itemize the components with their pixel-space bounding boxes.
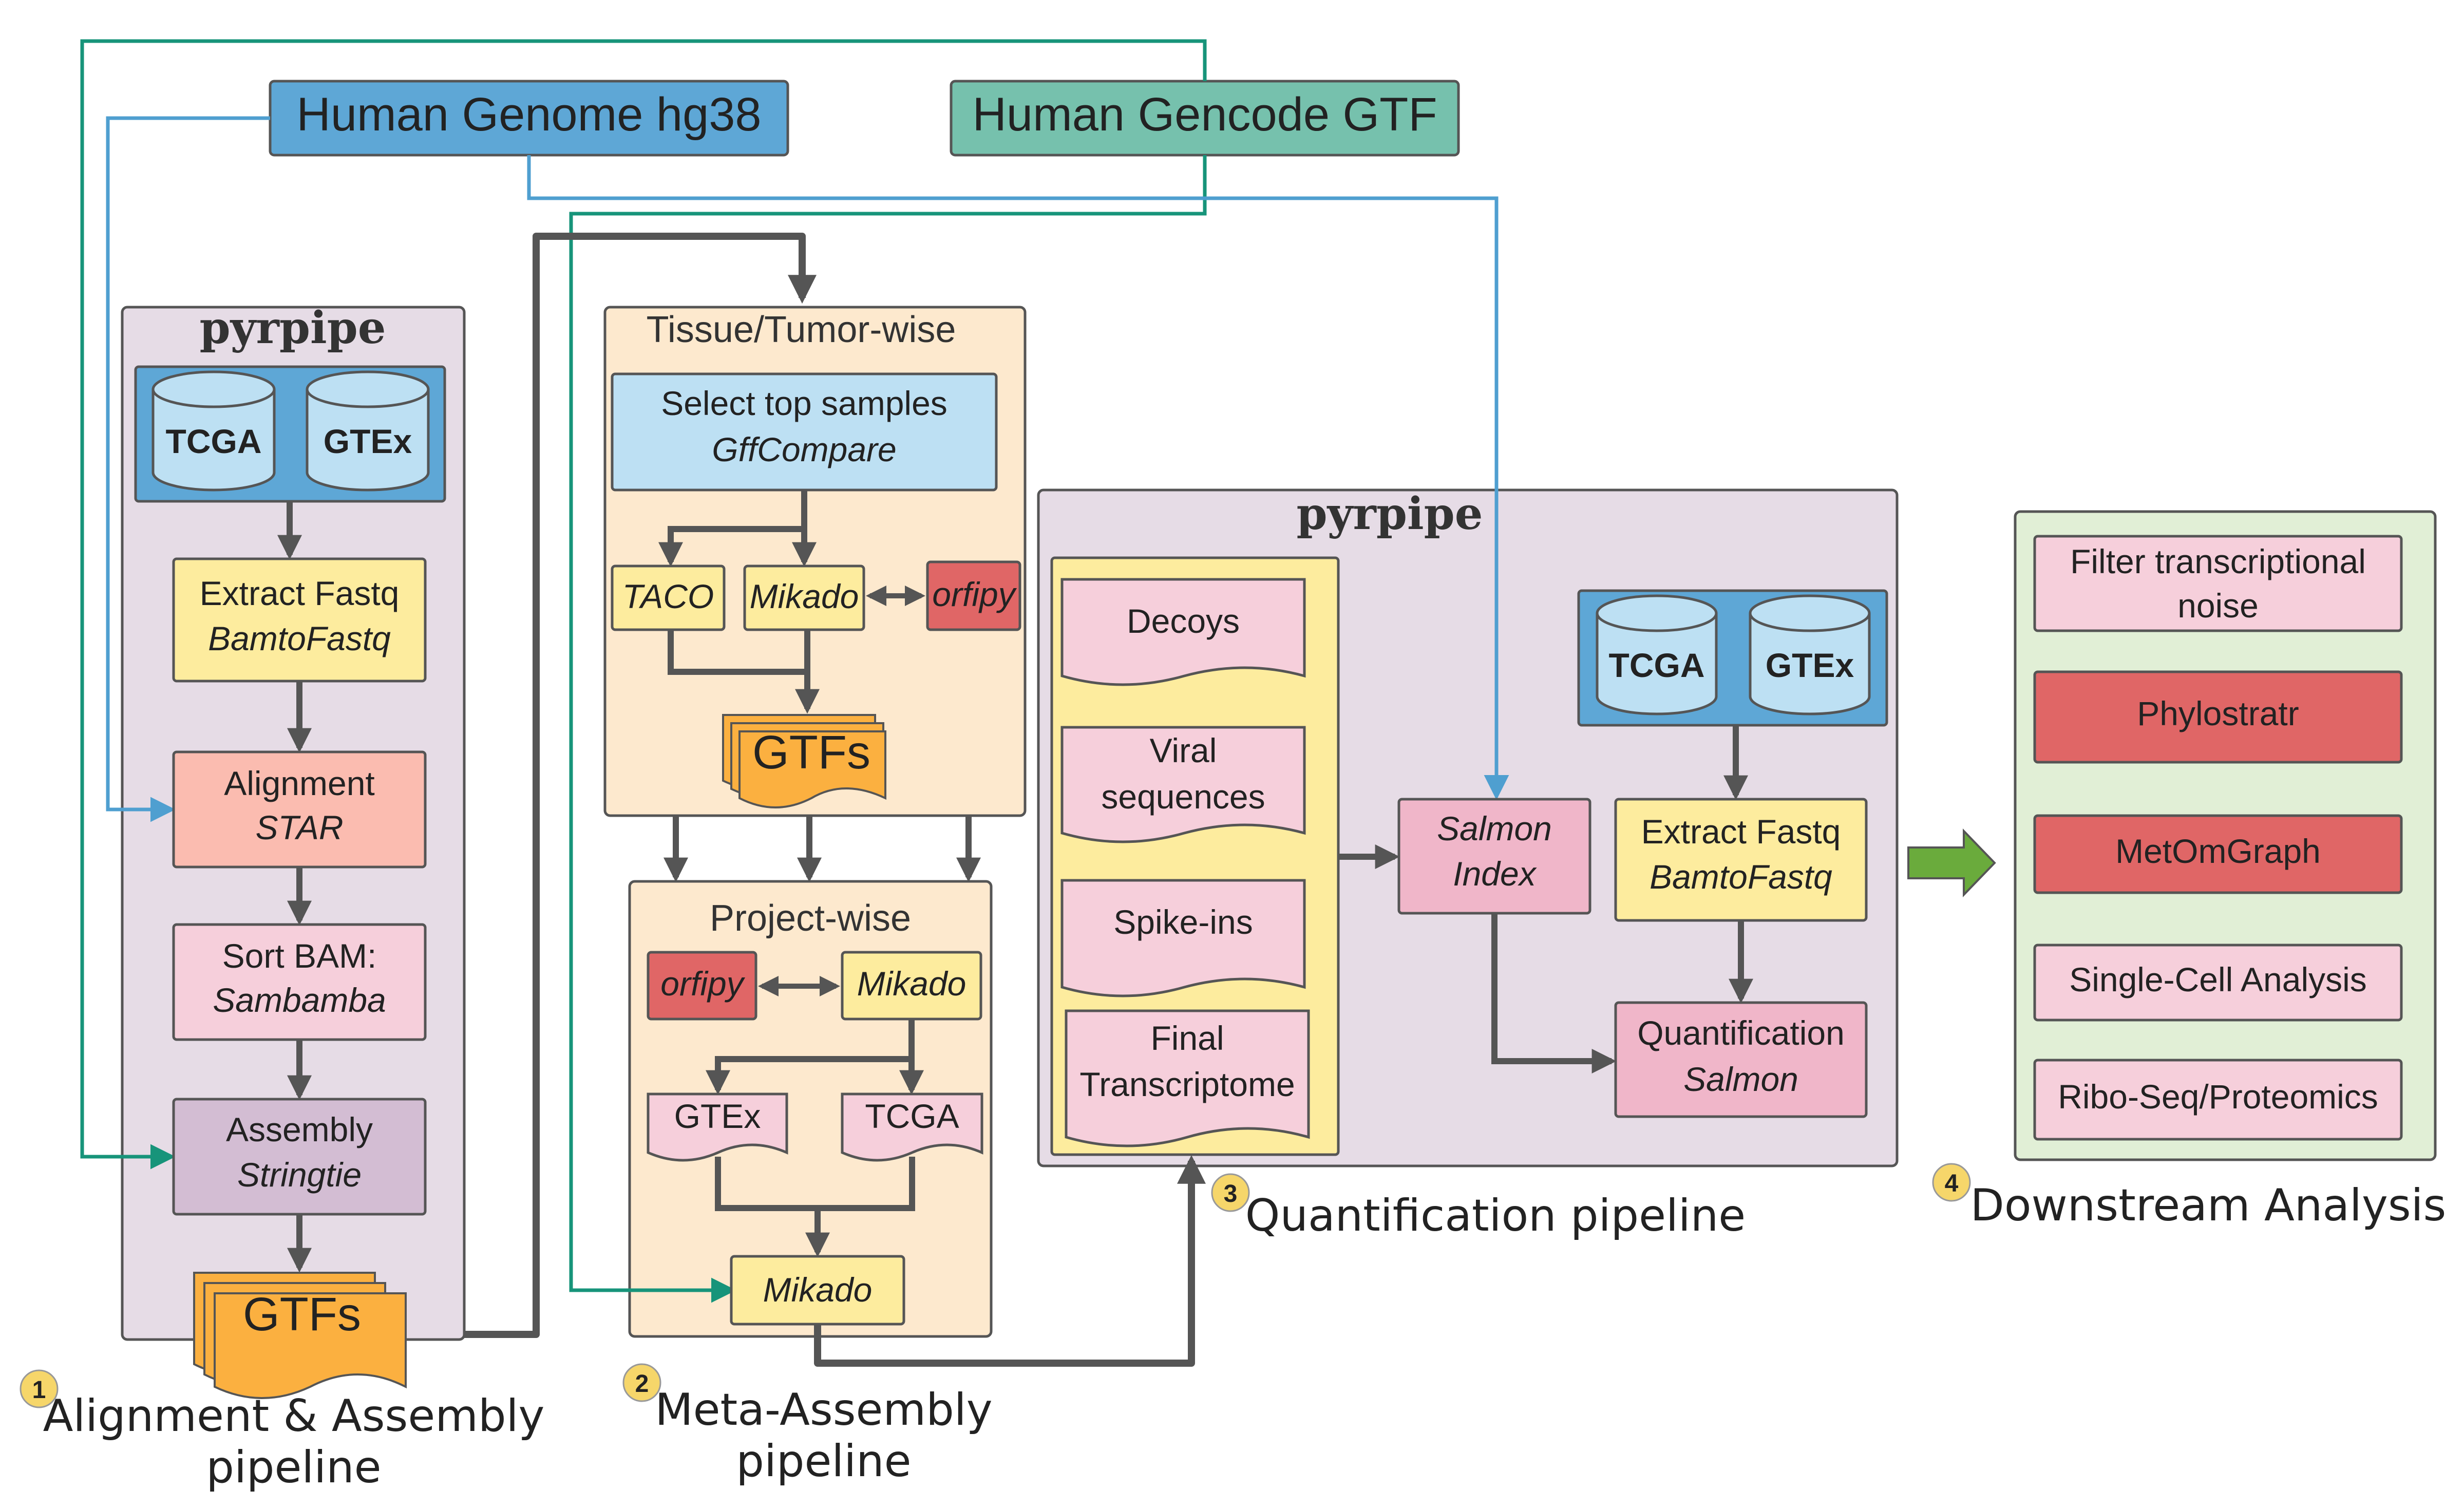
gencode-to-assembly-line	[80, 39, 1207, 1170]
orfipy-box-2	[647, 951, 757, 1021]
gtfs-document-stack-2	[722, 714, 886, 808]
gencode-gtf-label: Human Gencode GTF	[972, 88, 1437, 141]
tcga-document-shape	[841, 1092, 983, 1162]
gtex-label-2: GTEx	[674, 1097, 761, 1135]
step-2-label-line2: pipeline	[736, 1436, 911, 1487]
gtfs-document-stack-1	[193, 1272, 407, 1399]
mikado-label-2: Mikado	[857, 965, 966, 1003]
decoys-document-shape	[1060, 578, 1306, 686]
arrow-gtfs-to-tissue-wise	[464, 233, 817, 1338]
viral-sequences-line2: sequences	[1101, 778, 1265, 816]
viral-sequences-line1: Viral	[1150, 731, 1217, 769]
gtex-database-icon	[306, 370, 430, 492]
single-cell-box	[2033, 944, 2403, 1022]
spike-ins-label: Spike-ins	[1113, 903, 1253, 941]
spike-ins-document-shape	[1060, 879, 1306, 997]
riboseq-box	[2033, 1059, 2403, 1141]
salmon-index-line2: Index	[1453, 855, 1537, 893]
tcga-database-icon	[151, 370, 276, 492]
select-top-samples-tool: GffCompare	[712, 430, 896, 468]
gtex-document-shape	[647, 1092, 788, 1162]
viral-sequences-document-shape	[1060, 726, 1306, 843]
arrow-salmon-index-to-quant	[1491, 913, 1617, 1073]
gtfs-label-2: GTFs	[752, 726, 870, 779]
quantification-tool: Salmon	[1683, 1060, 1798, 1098]
select-top-samples-title: Select top samples	[661, 384, 947, 422]
final-transcriptome-document-shape	[1065, 1009, 1310, 1147]
tcga-database-icon-2	[1596, 594, 1718, 715]
alignment-tool: STAR	[255, 808, 343, 846]
arrow-gtex-tcga-to-mikado3	[715, 1157, 915, 1252]
genome-to-alignment-line	[106, 116, 270, 822]
orfipy-label-1: orfipy	[932, 575, 1017, 613]
project-wise-header: Project-wise	[710, 898, 911, 939]
step-2-label-line1: Meta-Assembly	[655, 1384, 992, 1436]
final-transcriptome-line2: Transcriptome	[1079, 1065, 1295, 1103]
orfipy-label-2: orfipy	[660, 965, 745, 1003]
alignment-title: Alignment	[224, 764, 375, 802]
gtex-label-1: GTEx	[324, 422, 412, 460]
arrow-mikado3-to-final-transcriptome	[814, 1155, 1206, 1367]
step-4-label: Downstream Analysis	[1970, 1180, 2447, 1231]
arrow-mikado2-to-gtex	[706, 1019, 915, 1095]
taco-label: TACO	[622, 577, 714, 615]
tcga-label-2: TCGA	[865, 1097, 959, 1135]
pyrpipe-header-1: pyrpipe	[199, 302, 386, 354]
assembly-title: Assembly	[226, 1110, 373, 1148]
sort-bam-tool: Sambamba	[213, 981, 386, 1019]
orfipy-box-1	[926, 560, 1021, 631]
genome-to-salmon-index-line	[527, 155, 1509, 800]
step-1-label-line1: Alignment & Assembly	[43, 1390, 545, 1442]
extract-fastq-tool-2: BamtoFastq	[1650, 858, 1832, 896]
gencode-to-mikado-line	[569, 155, 1207, 1303]
arrow-select-to-taco-mikado	[658, 490, 807, 567]
filter-noise-box	[2033, 535, 2403, 632]
metomgraph-label: MetOmGraph	[2115, 832, 2321, 870]
gtex-label-3: GTEx	[1766, 646, 1854, 684]
step-1-badge	[20, 1369, 59, 1408]
decoys-label: Decoys	[1127, 602, 1240, 640]
filter-noise-line1: Filter transcriptional	[2070, 542, 2366, 580]
step-2-number: 2	[635, 1370, 649, 1398]
single-cell-label: Single-Cell Analysis	[2069, 960, 2367, 998]
phylostratr-label: Phylostratr	[2137, 694, 2299, 732]
tissue-wise-header: Tissue/Tumor-wise	[647, 309, 956, 350]
assembly-tool: Stringtie	[237, 1156, 362, 1194]
step-3-badge	[1211, 1173, 1250, 1212]
filter-noise-line2: noise	[2177, 587, 2259, 625]
sort-bam-title: Sort BAM:	[222, 937, 377, 975]
quantification-title: Quantification	[1637, 1014, 1845, 1052]
pyrpipe-header-2: pyrpipe	[1296, 488, 1483, 540]
gtex-database-icon-2	[1749, 594, 1871, 715]
gtfs-label-1: GTFs	[243, 1288, 361, 1341]
step-1-label-line2: pipeline	[206, 1442, 381, 1493]
salmon-index-line1: Salmon	[1437, 809, 1552, 847]
extract-fastq-tool-1: BamtoFastq	[208, 619, 391, 657]
downstream-arrow-icon	[1907, 828, 1996, 897]
step-3-label: Quantification pipeline	[1245, 1190, 1746, 1241]
extract-fastq-title-2: Extract Fastq	[1641, 813, 1841, 851]
phylostratr-box	[2033, 670, 2403, 764]
step-3-number: 3	[1224, 1180, 1238, 1208]
final-transcriptome-line1: Final	[1150, 1019, 1224, 1057]
mikado-label-1: Mikado	[750, 577, 859, 615]
tcga-label-3: TCGA	[1609, 646, 1705, 684]
step-4-number: 4	[1945, 1170, 1959, 1197]
metomgraph-box	[2033, 814, 2403, 894]
riboseq-label: Ribo-Seq/Proteomics	[2058, 1078, 2378, 1116]
extract-fastq-title-1: Extract Fastq	[200, 574, 400, 612]
step-4-badge	[1932, 1163, 1971, 1202]
tcga-label-1: TCGA	[166, 422, 262, 460]
step-2-badge	[622, 1363, 661, 1402]
step-1-number: 1	[32, 1377, 46, 1404]
mikado-label-3: Mikado	[763, 1271, 873, 1309]
human-genome-label: Human Genome hg38	[296, 88, 761, 141]
